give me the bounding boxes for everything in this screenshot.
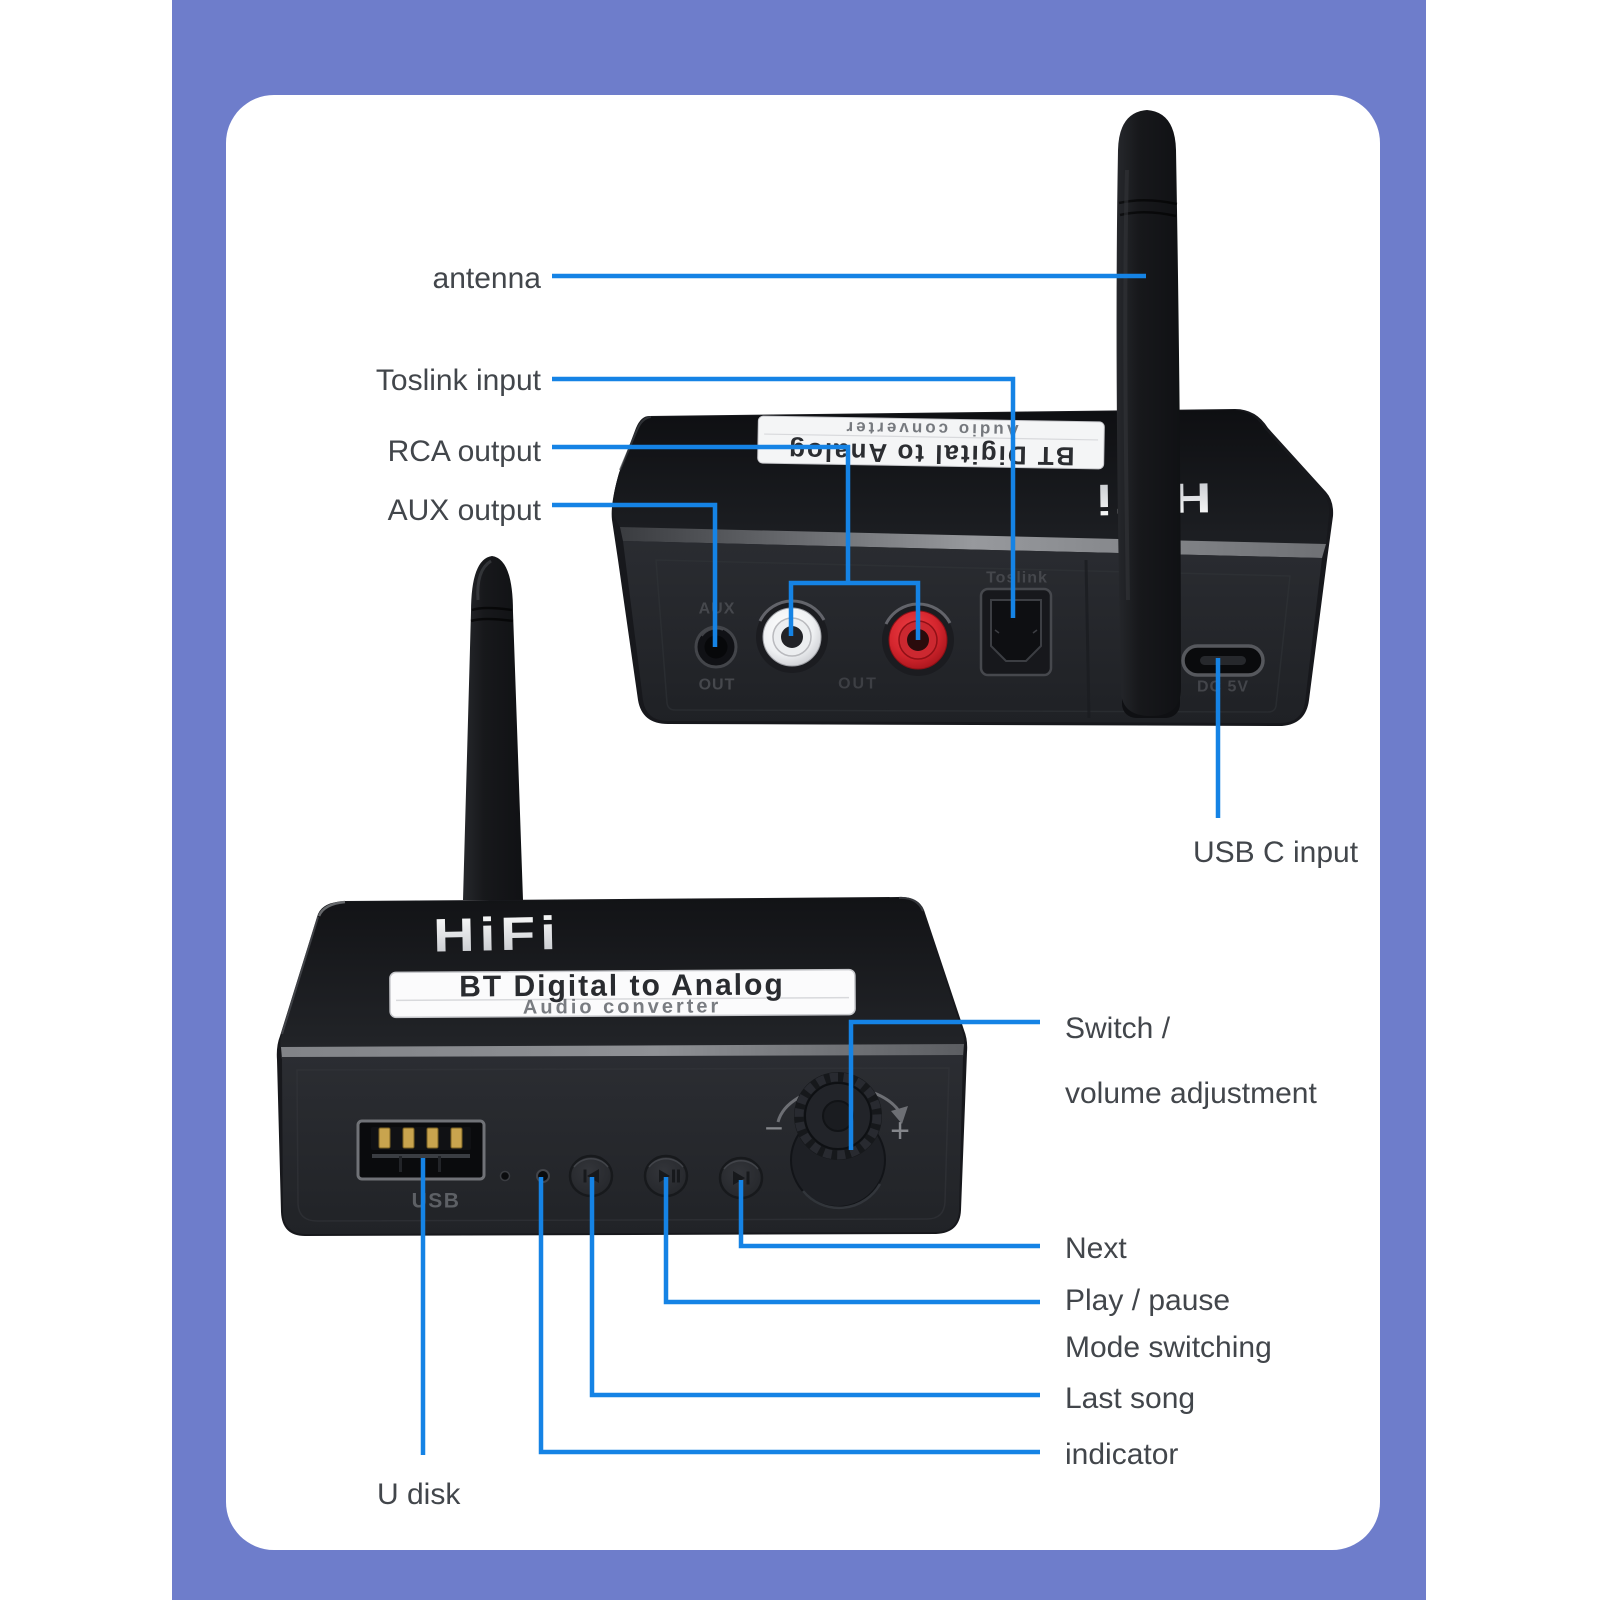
callout-next: Next (1065, 1232, 1127, 1265)
play-pause-button-detail-2 (648, 1158, 684, 1168)
front-strip-title: BT Digital to Analog (459, 969, 785, 1004)
usbc-port-detail-2 (1200, 656, 1246, 665)
callout-play-pause: Play / pause (1065, 1284, 1231, 1317)
last-song-button-detail-2 (573, 1158, 609, 1168)
toslink-port: Toslink (979, 570, 1053, 677)
front-device-antenna-detail-1 (463, 556, 523, 900)
front-device-detail-3 (898, 896, 924, 912)
front-device-antenna (463, 556, 523, 900)
callout-aux-output: AUX output (387, 494, 541, 527)
callout-volume-adjustment: volume adjustment (1065, 1077, 1317, 1110)
callout-rca-output: RCA output (387, 435, 541, 468)
play-pause-icon-detail-1 (659, 1169, 670, 1183)
front-device-antenna-detail-2 (471, 606, 513, 612)
rear-device-antenna-detail-2 (1116, 110, 1181, 716)
leader-lines (420, 273, 1221, 1455)
volume-knob-detail-2 (802, 1183, 882, 1210)
usb-port-detail-4 (399, 1156, 402, 1172)
volume-knob-detail-4 (794, 1072, 882, 1160)
callout-toslink-input: Toslink input (375, 364, 541, 397)
callout-indicator: indicator (1065, 1438, 1179, 1471)
volume-minus-label: − (765, 1110, 784, 1146)
play-pause-icon (659, 1169, 680, 1183)
usb-gold-contacts-detail-2 (402, 1127, 415, 1149)
leader-play-pause (663, 1177, 1040, 1305)
callout-antenna: antenna (432, 262, 541, 295)
rear-device-antenna-detail-3 (1118, 199, 1178, 206)
front-device-antenna-detail-4 (476, 559, 492, 601)
next-button-detail-2 (723, 1160, 759, 1170)
leader-last-song (589, 1177, 1040, 1398)
front-label-strip-detail-1 (389, 968, 856, 1019)
front-device-detail-2 (281, 916, 319, 1035)
toslink-port-detail-3 (994, 629, 1038, 634)
rca-out-label: OUT (838, 676, 878, 693)
led-dot (499, 1170, 511, 1182)
callout-mode-switching: Mode switching (1065, 1331, 1272, 1364)
rear-device-antenna-detail-5 (1123, 169, 1130, 601)
rear-device-antenna (1116, 110, 1181, 718)
front-brand-text: HiFi (433, 908, 562, 963)
leader-rca (552, 444, 921, 640)
usb-gold-contacts-detail-1 (378, 1127, 391, 1149)
usb-port-detail-3 (372, 1154, 470, 1158)
toslink-port-label: Toslink (986, 570, 1048, 587)
usb-gold-contacts (378, 1127, 463, 1149)
rear-device: BT Digital to Analog Audio converter HiF… (611, 110, 1334, 726)
aux-label-bottom: OUT (699, 677, 736, 694)
volume-arc-arrowhead (891, 1106, 908, 1124)
usbc-port-label: DC 5V (1197, 679, 1249, 696)
usb-gold-contacts-detail-4 (450, 1127, 463, 1149)
front-device-detail-1 (317, 900, 346, 917)
usb-gold-contacts-detail-3 (426, 1127, 439, 1149)
next-track-icon (733, 1171, 750, 1185)
volume-plus-label: + (890, 1112, 910, 1150)
leader-indicator (538, 1177, 1040, 1455)
front-label-strip-detail-2 (396, 996, 850, 1002)
volume-knob: − + (765, 1072, 910, 1210)
rear-label-strip-detail-2 (764, 433, 1099, 441)
leader-aux (552, 502, 718, 647)
leader-toslink (552, 376, 1016, 618)
front-device: HiFi BT Digital to Analog Audio converte… (276, 556, 968, 1236)
rear-strip-title: BT Digital to Analog (787, 436, 1075, 471)
usb-port-detail-2 (371, 1127, 471, 1150)
aux-jack-detail-3 (701, 628, 724, 637)
leader-switch-volume (848, 1019, 1040, 1150)
previous-track-icon (583, 1169, 599, 1183)
front-label-strip: BT Digital to Analog Audio converter (389, 968, 856, 1019)
usbc-port: DC 5V (1181, 644, 1265, 696)
callout-switch: Switch / (1065, 1012, 1171, 1045)
play-pause-button (643, 1154, 689, 1198)
rear-label-strip-detail-1 (757, 415, 1105, 470)
front-strip-subtitle: Audio converter (523, 995, 721, 1018)
next-track-icon-detail-1 (733, 1171, 745, 1185)
rear-device-detail-1 (619, 416, 652, 471)
usb-port-label: USB (412, 1190, 461, 1213)
white-card (226, 95, 1380, 1550)
usb-port-detail-5 (438, 1156, 441, 1172)
front-device-antenna-detail-3 (470, 617, 514, 623)
toslink-port-detail-2 (990, 599, 1042, 662)
rear-device-detail-2 (655, 559, 1291, 713)
usb-port (356, 1119, 486, 1181)
rear-strip-subtitle: Audio converter (843, 418, 1019, 440)
callout-udisk: U disk (377, 1478, 461, 1511)
callout-usbc-input: USB C input (1193, 836, 1359, 869)
front-device-front-edge (281, 1044, 964, 1059)
rca-white-connector-detail-5 (781, 626, 803, 648)
rear-panel-seam (1084, 559, 1091, 719)
front-device-detail-4 (296, 1067, 950, 1222)
previous-track-icon-detail-1 (587, 1169, 599, 1183)
volume-knob-detail-6 (822, 1100, 854, 1132)
rear-label-strip: BT Digital to Analog Audio converter (757, 415, 1105, 472)
leader-next (738, 1180, 1040, 1249)
callout-last-song: Last song (1065, 1382, 1196, 1415)
